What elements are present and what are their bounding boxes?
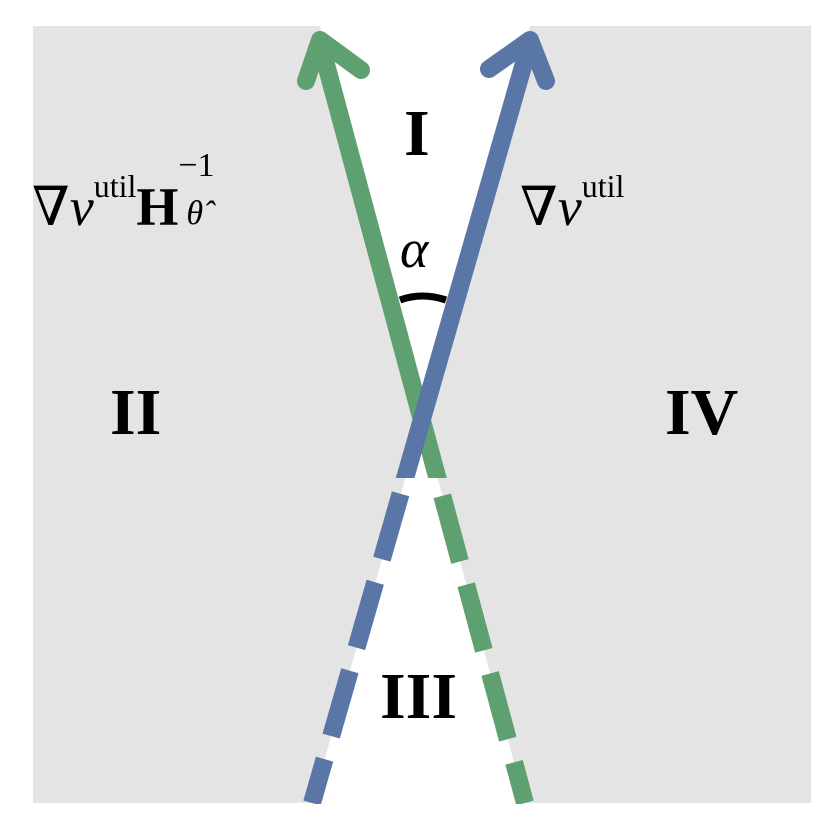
inverse-exponent: −1 <box>178 147 215 184</box>
gradient-label: ∇vutil <box>520 170 624 234</box>
blue-arrowhead-icon <box>480 31 555 90</box>
region-label-iii: III <box>380 660 458 733</box>
region-i-wedge <box>320 26 530 420</box>
green-arrowhead-icon <box>297 31 370 90</box>
nabla-symbol: ∇ <box>32 177 70 237</box>
hessian-symbol: H <box>136 177 179 237</box>
angle-arc <box>398 292 448 304</box>
region-iii-wedge <box>312 420 525 803</box>
region-label-i: I <box>404 97 430 170</box>
preconditioned-gradient-label: ∇vutilH−1 θ̂ <box>32 149 238 237</box>
v-symbol: v <box>557 177 582 237</box>
region-label-iv: IV <box>665 376 739 449</box>
util-superscript: util <box>93 168 137 204</box>
blue-vector <box>303 31 555 804</box>
v-symbol: v <box>69 177 94 237</box>
hessian-sub-sup: −1 θ̂ <box>178 149 238 231</box>
angle-alpha-label: α <box>400 219 429 279</box>
util-superscript: util <box>581 168 625 204</box>
region-label-ii: II <box>110 376 162 449</box>
nabla-symbol: ∇ <box>520 177 558 237</box>
theta-hat-subscript: θ̂ <box>186 195 204 232</box>
